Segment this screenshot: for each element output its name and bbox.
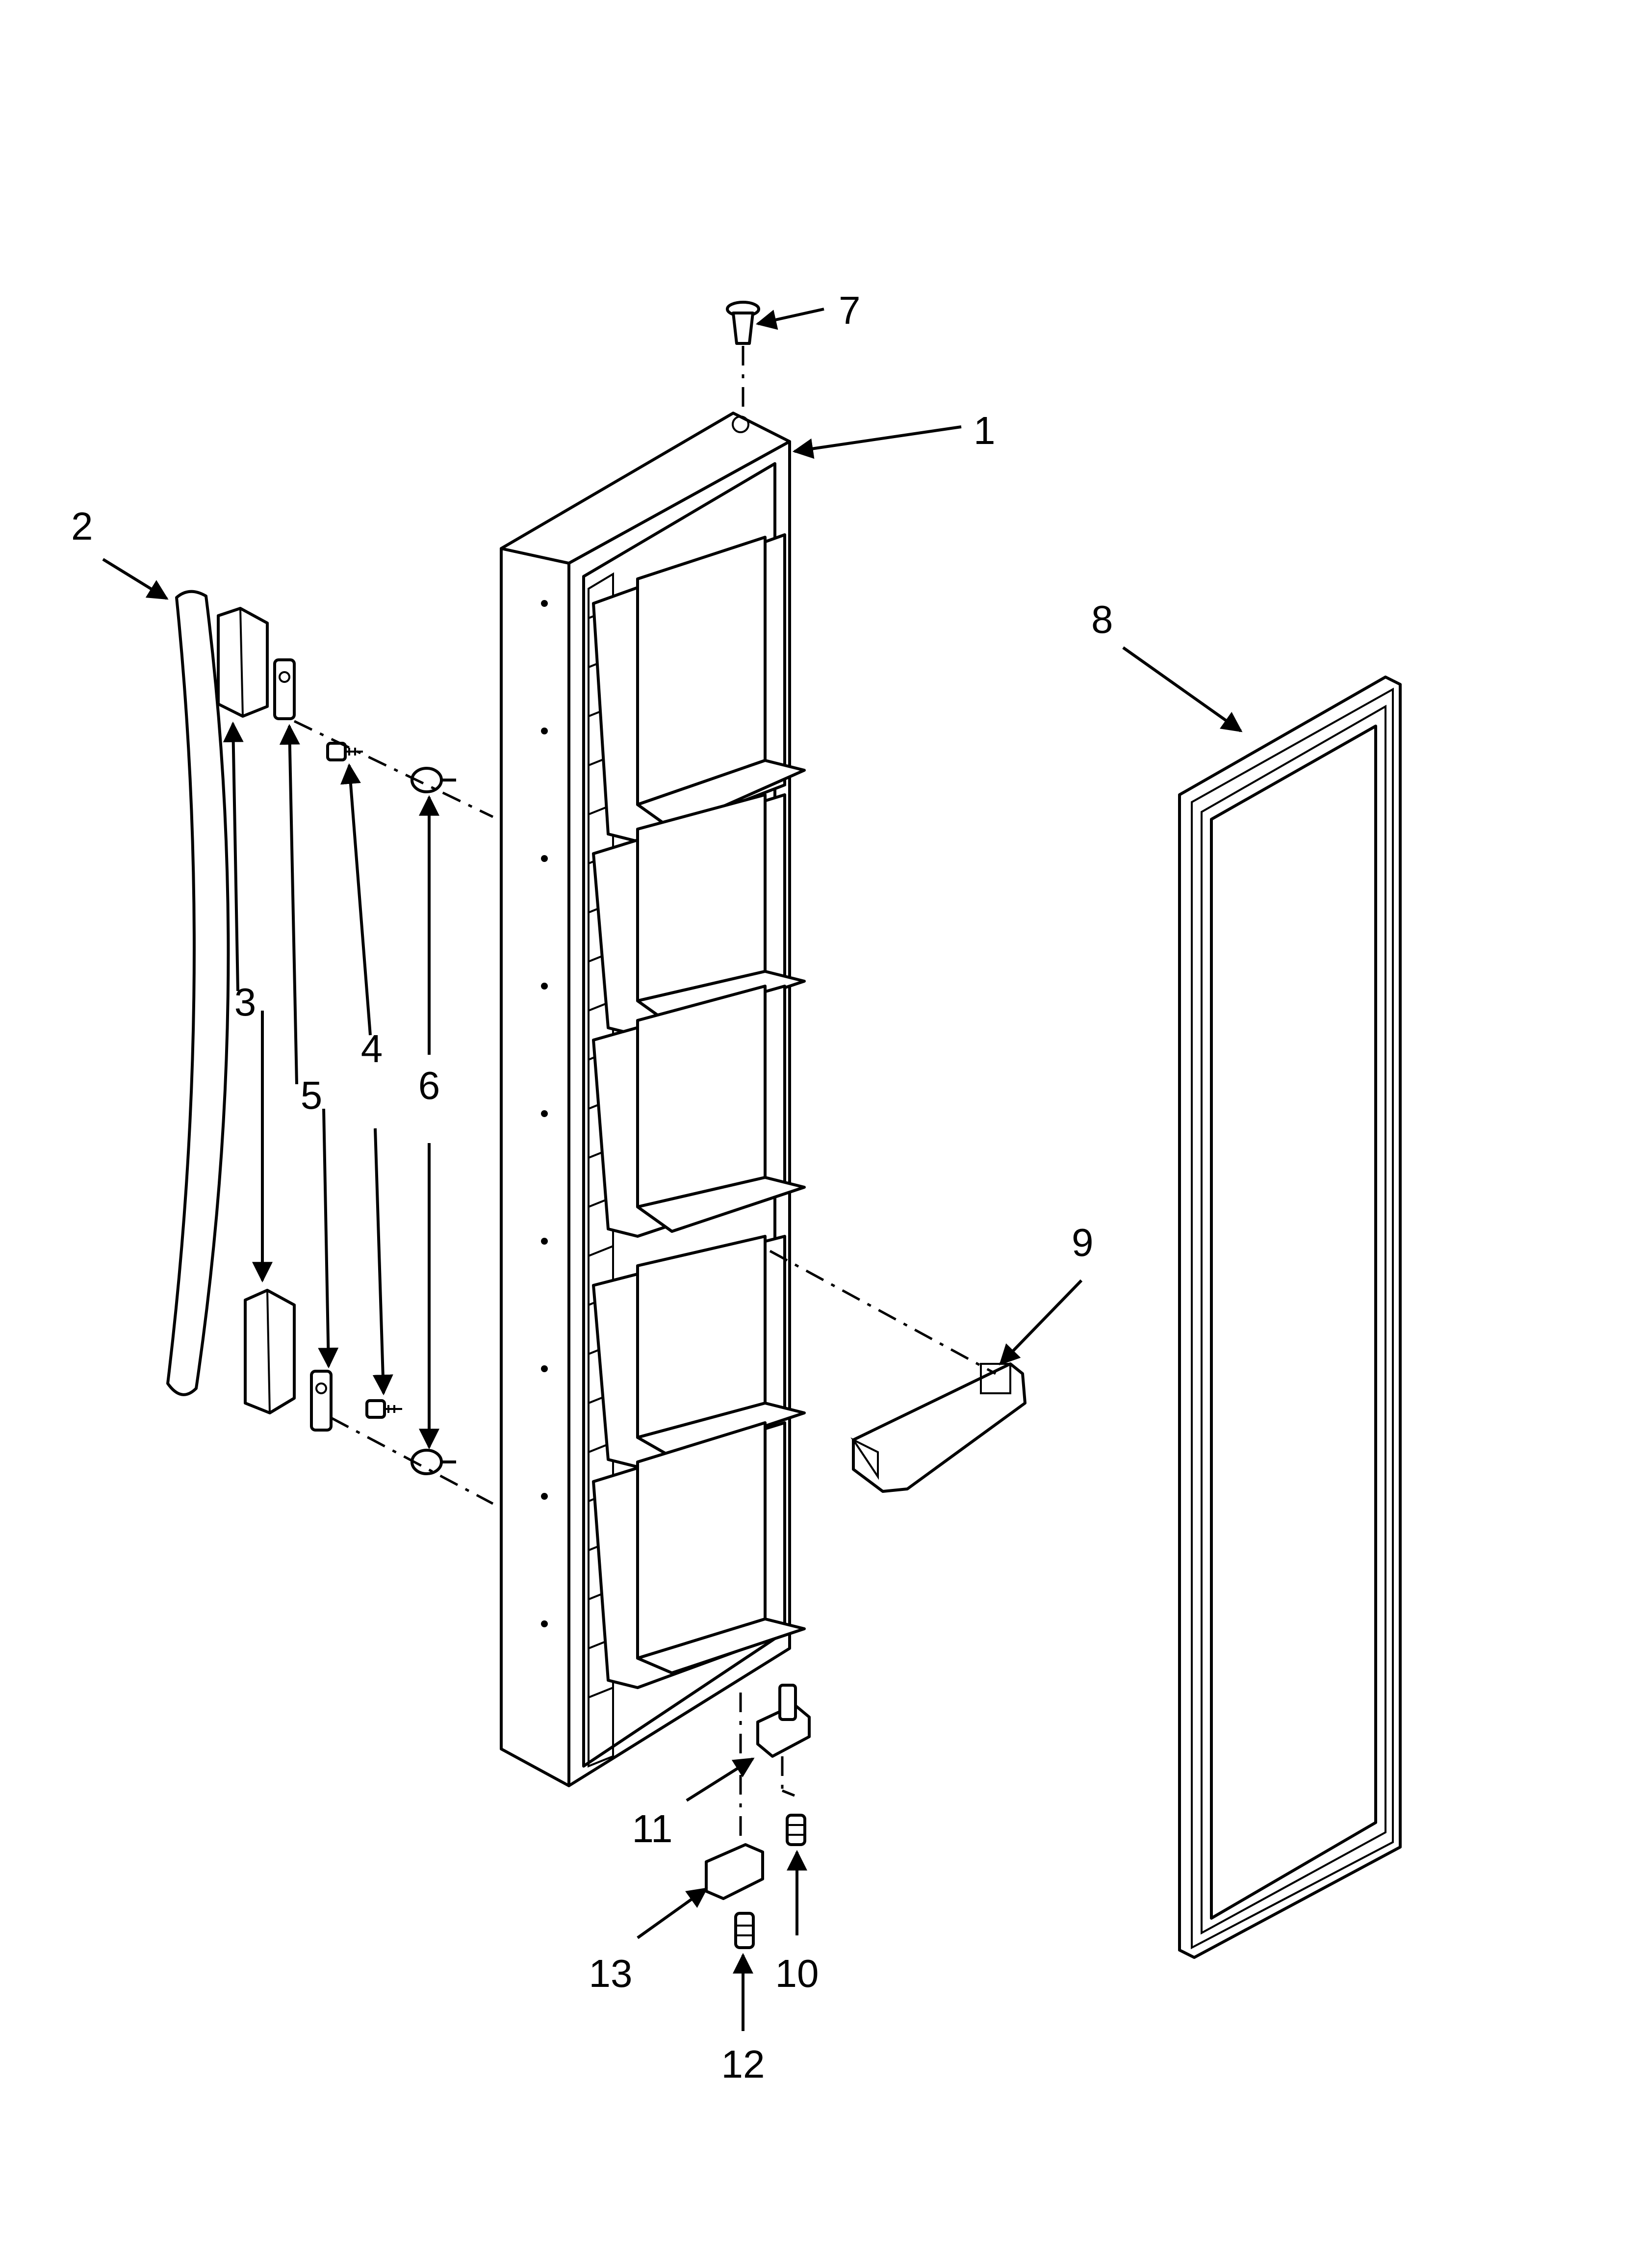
callout-8: 8 xyxy=(1091,598,1113,641)
door-bin-3 xyxy=(592,985,806,1238)
door-handle xyxy=(166,590,230,1396)
door-bin-5 xyxy=(592,1421,806,1689)
handle-stud-bottom xyxy=(410,1449,456,1475)
bottom-hinge-block xyxy=(705,1843,764,1900)
bottom-hinge-pin xyxy=(756,1684,811,1758)
callout-5: 5 xyxy=(301,1073,323,1117)
callout-11: 11 xyxy=(632,1807,672,1851)
callout-1: 1 xyxy=(974,409,996,452)
mount-clip-top xyxy=(273,658,296,720)
door-screw-holes xyxy=(541,416,749,1627)
handle-mount-top xyxy=(217,607,269,718)
callout-9: 9 xyxy=(1072,1221,1094,1264)
hinge-block-screw xyxy=(734,1912,755,1949)
callout-2: 2 xyxy=(71,504,93,548)
callout-13: 13 xyxy=(589,1952,633,1995)
mount-clip-bottom xyxy=(310,1370,333,1432)
door-bin-4 xyxy=(592,1235,806,1468)
callout-6: 6 xyxy=(418,1064,440,1107)
callout-7: 7 xyxy=(839,288,861,332)
callout-4: 4 xyxy=(361,1027,383,1070)
callout-12: 12 xyxy=(721,2042,765,2086)
door-bucket xyxy=(850,1362,1026,1493)
callout-3: 3 xyxy=(234,980,257,1024)
handle-stud-top xyxy=(410,767,456,793)
hinge-plug xyxy=(726,301,760,345)
leader-arrows xyxy=(102,308,1243,2031)
door-bin-1 xyxy=(592,533,806,843)
door-assembly xyxy=(500,412,806,1787)
hinge-screw xyxy=(786,1814,806,1846)
door-gasket xyxy=(1178,676,1402,1959)
callout-10: 10 xyxy=(775,1952,819,1995)
handle-screw-bottom xyxy=(365,1399,402,1419)
handle-mount-bottom xyxy=(244,1289,296,1414)
